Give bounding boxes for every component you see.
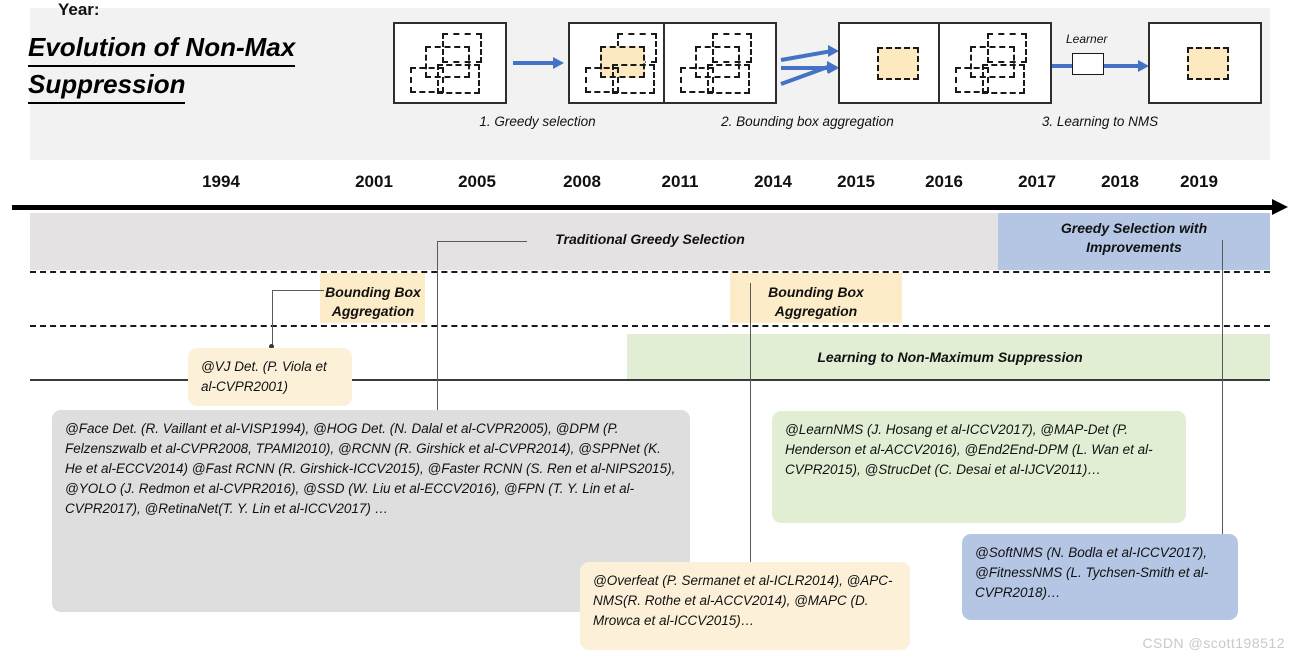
candidate-box [425,46,470,78]
watermark: CSDN @scott198512 [1142,635,1285,651]
page-title-line1: Evolution of Non-Max [28,30,296,67]
bba-left-label-line1: Bounding Box [325,284,421,300]
improvements-label-line2: Improvements [1086,239,1182,255]
bba-right-label-line2: Aggregation [774,303,858,319]
connector-traditional [437,241,527,243]
flow-arrow-line [1052,64,1072,68]
selected-box [600,46,645,78]
flow-arrow-head [553,57,564,69]
flow-arrow-head [828,45,839,57]
band-learning-to-nms-label: Learning to Non-Maximum Suppression [817,349,1083,365]
improvements-label-line1: Greedy Selection with [1060,220,1208,236]
year-tick-2015: 2015 [837,172,875,191]
concept3-caption: 3. Learning to NMS [1041,114,1159,129]
band-bounding-box-aggregation-right-label: Bounding Box Aggregation [730,283,902,321]
aggregated-box [877,47,919,80]
timeline-arrow-head [1272,199,1288,215]
year-tick-2008: 2008 [563,172,601,191]
candidate-box [712,33,752,63]
concept2-caption: 2. Bounding box aggregation [721,114,894,129]
concept1-caption: 1. Greedy selection [479,114,596,129]
connector-vj [272,290,274,346]
callout-vj-detector: @VJ Det. (P. Viola et al-CVPR2001) [188,348,352,406]
band-greedy-selection-with-improvements-label: Greedy Selection with Improvements [998,219,1270,257]
year-tick-2005: 2005 [458,172,496,191]
band-greedy-selection-with-improvements [998,213,1270,270]
bba-left-label-line2: Aggregation [331,303,415,319]
concept3-input-frame [938,22,1052,104]
band-divider-1 [30,271,1270,273]
candidate-box [970,46,1015,78]
concept1-input-frame [393,22,507,104]
flow-arrow-head [1138,60,1149,72]
flow-arrow-line [513,61,555,65]
flow-arrow-head [827,61,838,73]
flow-arrow-line [1104,64,1140,68]
learner-box [1072,53,1104,75]
learner-label: Learner [1066,32,1108,46]
concept-diagram-greedy-selection: 1. Greedy selection [393,22,682,129]
connector-traditional [437,241,439,421]
timeline-axis-line [12,205,1274,210]
candidate-box [707,64,750,94]
concept-diagram-bbox-aggregation: 2. Bounding box aggregation [663,22,952,129]
year-tick-2017: 2017 [1018,172,1056,191]
candidate-box [442,33,482,63]
year-tick-2018: 2018 [1101,172,1139,191]
year-axis-label: Year: [58,0,100,19]
band-bounding-box-aggregation-left [320,273,425,323]
year-tick-2014: 2014 [754,172,792,191]
year-tick-2019: 2019 [1180,172,1218,191]
page-title: Evolution of Non-Max Suppression [28,30,328,104]
candidate-box [695,46,740,78]
connector-dot-vj [269,344,274,349]
connector-vj [272,290,324,292]
candidate-box [437,64,480,94]
concept3-output-frame [1148,22,1262,104]
page-title-line2: Suppression [28,67,186,104]
candidate-box [982,64,1025,94]
candidate-box [585,67,619,93]
callout-learning-nms-references: @LearnNMS (J. Hosang et al-ICCV2017), @M… [772,411,1186,523]
concept2-output-frame [838,22,952,104]
band-bounding-box-aggregation-right [730,273,902,323]
candidate-box [410,67,444,93]
year-axis: 1994 2001 2005 2008 2011 2014 2015 2016 … [0,172,1299,200]
band-divider-2 [30,325,1270,327]
connector-softnms [1222,240,1224,555]
year-tick-1994: 1994 [202,172,240,191]
candidate-box [612,64,655,94]
flow-arrow-line [780,49,831,62]
concept2-input-frame [663,22,777,104]
candidate-box [987,33,1027,63]
band-learning-to-nms [627,334,1270,380]
callout-softnms-references: @SoftNMS (N. Bodla et al-ICCV2017), @Fit… [962,534,1238,620]
candidate-box [680,67,714,93]
band-bounding-box-aggregation-left-label: Bounding Box Aggregation [303,283,443,321]
bba-right-label-line1: Bounding Box [768,284,864,300]
year-tick-2001: 2001 [355,172,393,191]
year-tick-2016: 2016 [925,172,963,191]
band-traditional-greedy-selection-label: Traditional Greedy Selection [555,231,745,247]
year-tick-2011: 2011 [661,172,699,191]
callout-greedy-selection-references: @Face Det. (R. Vaillant et al-VISP1994),… [52,410,690,612]
callout-aggregation-references: @Overfeat (P. Sermanet et al-ICLR2014), … [580,562,910,650]
selected-box [1187,47,1229,80]
candidate-box [955,67,989,93]
connector-aggregation [750,283,752,564]
band-baseline [30,379,1270,381]
concept-diagram-learning-to-nms: Learner 3. Learning to NMS [938,22,1262,129]
flow-arrow-line [781,66,831,70]
